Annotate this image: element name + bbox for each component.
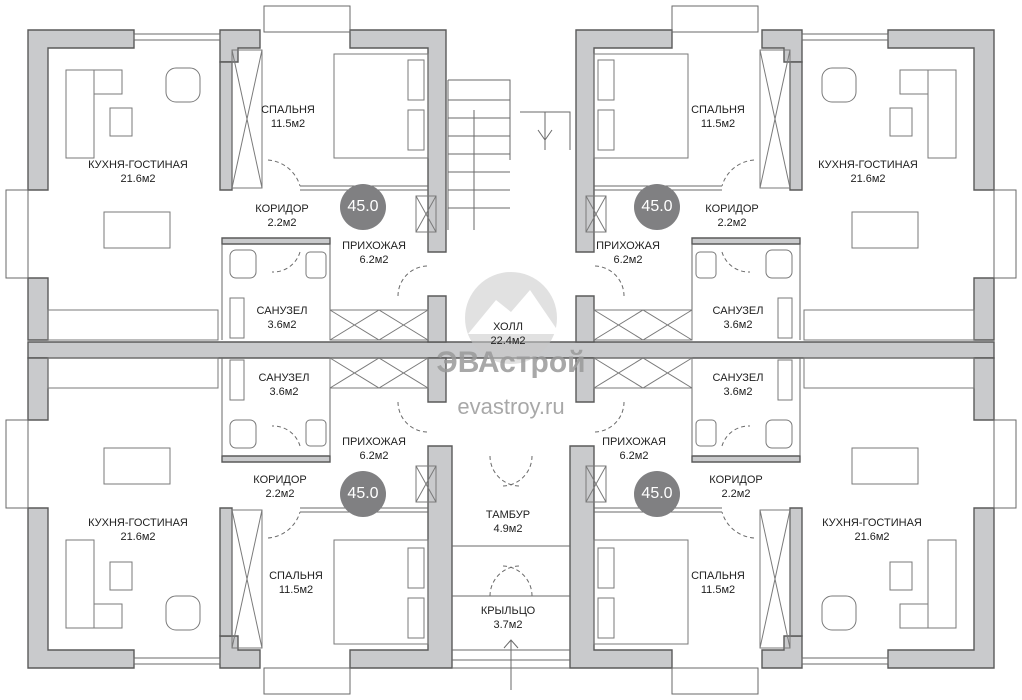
- area-badge-bl: 45.0: [340, 471, 386, 517]
- watermark-site: evastroy.ru: [457, 394, 565, 419]
- watermark-logo: [465, 272, 560, 364]
- area-badge-tl: 45.0: [340, 184, 386, 230]
- door-swings: [267, 159, 755, 597]
- area-badge-tr: 45.0: [634, 184, 680, 230]
- furniture: [47, 49, 975, 649]
- area-badge-br: 45.0: [634, 471, 680, 517]
- watermark-brand: ЭВАстрой: [436, 346, 586, 379]
